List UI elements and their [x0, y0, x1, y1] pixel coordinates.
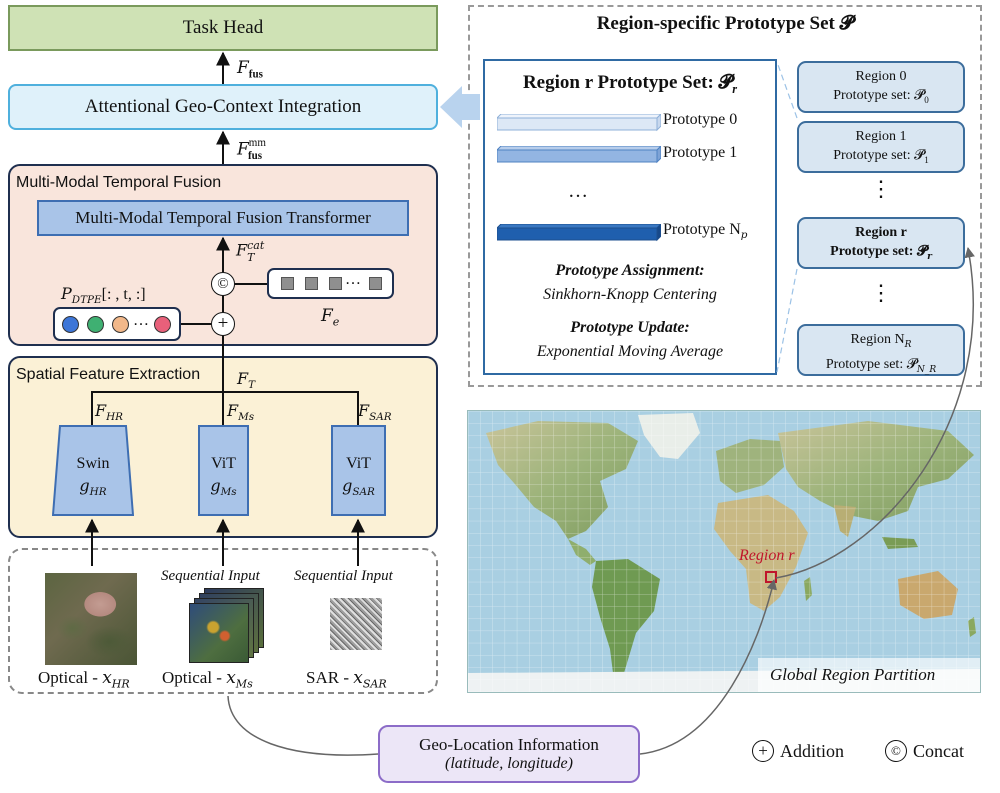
optical-ms-stack [188, 588, 268, 668]
prototype-0-label: Prototype 0 [663, 111, 738, 128]
dtpe-token-box: … [53, 307, 181, 341]
addition-node: + [211, 312, 235, 336]
legend-addition: + Addition [752, 740, 844, 762]
fe-label: Fe [321, 306, 340, 329]
sar-caption: SAR - xSAR [306, 668, 387, 691]
region-ellipsis-2: ⋮ [870, 280, 892, 305]
prototype-panel-title: Region-specific Prototype Set 𝓟 [596, 13, 854, 34]
fe-cell [329, 277, 342, 290]
vit-ms-label: ViT [211, 455, 236, 472]
sfe-title: Spatial Feature Extraction [16, 366, 201, 383]
mmtf-transformer-label: Multi-Modal Temporal Fusion Transformer [75, 208, 371, 227]
legend-concat: © Concat [885, 740, 964, 762]
update-method: Exponential Moving Average [536, 343, 724, 360]
region-1-box: Region 1 Prototype set: 𝓟1 [797, 121, 965, 173]
prototype-1-label: Prototype 1 [663, 144, 738, 161]
fe-token-box: … [267, 268, 394, 299]
ft-label: FT [237, 369, 256, 392]
region-ellipsis-1: ⋮ [870, 176, 892, 201]
map-region-label: Region r [739, 547, 795, 564]
region-r-prototype-title: Region r Prototype Set: 𝓟r [522, 72, 738, 96]
mmtf-transformer: Multi-Modal Temporal Fusion Transformer [37, 200, 409, 236]
region-r-box: Region r Prototype set: 𝓟r [797, 217, 965, 269]
world-map: Region r Global Region Partition [467, 410, 981, 693]
region-0-box: Region 0 Prototype set: 𝓟0 [797, 61, 965, 113]
geo-location-box: Geo-Location Information (latitude, long… [378, 725, 640, 783]
dtpe-dot [62, 316, 79, 333]
f-ms-label: FMs [227, 401, 255, 424]
dtpe-dot [87, 316, 104, 333]
concat-icon: © [885, 740, 907, 762]
task-head-label: Task Head [182, 17, 264, 38]
concat-node: © [211, 272, 235, 296]
curve-geo-to-optical [227, 695, 379, 756]
geo-location-title: Geo-Location Information [419, 735, 599, 754]
region-r-marker [765, 571, 777, 583]
addition-icon: + [752, 740, 774, 762]
dtpe-dot [154, 316, 171, 333]
swin-shape [52, 425, 134, 516]
seq-input-label-ms: Sequential Input [161, 568, 260, 584]
prototype-1-bar [495, 144, 663, 164]
seq-input-label-sar: Sequential Input [294, 568, 393, 584]
world-map-svg [468, 411, 980, 692]
fe-dots: … [345, 271, 361, 288]
dtpe-dot [112, 316, 129, 333]
sar-image [330, 598, 382, 650]
fe-cell [281, 277, 294, 290]
prototype-0-bar [495, 112, 663, 132]
region-r-prototype-box [483, 59, 777, 375]
prototype-ellipsis: … [568, 180, 588, 202]
optical-hr-image [45, 573, 137, 665]
optical-hr-caption: Optical - xHR [38, 668, 130, 691]
swin-encoder: Swin gHR [52, 425, 134, 516]
prototype-n-bar [495, 222, 663, 242]
vit-sar-encoder: ViT gSAR [331, 425, 386, 516]
f-hr-label: FHR [95, 401, 123, 424]
f-fus-mm-label: Fmmfus [237, 137, 266, 163]
f-sar-label: FSAR [358, 401, 392, 424]
prototype-n-label: Prototype Np [663, 221, 748, 242]
map-caption-bg [758, 658, 980, 692]
task-head: Task Head [8, 5, 438, 51]
fe-cell [305, 277, 318, 290]
assignment-title: Prototype Assignment: [555, 262, 705, 279]
update-title: Prototype Update: [570, 319, 690, 336]
geo-context-integration: Attentional Geo-Context Integration [8, 84, 438, 130]
map-caption: Global Region Partition [770, 665, 936, 684]
region-n-box: Region NR Prototype set: 𝓟N_R [797, 324, 965, 376]
geo-context-label: Attentional Geo-Context Integration [84, 96, 362, 117]
swin-label: Swin [76, 455, 110, 472]
optical-ms-caption: Optical - xMs [162, 668, 253, 691]
fe-cell [369, 277, 382, 290]
p-dtpe-label: PDTPE[: , t, :] [61, 284, 146, 307]
vit-ms-encoder: ViT gMs [198, 425, 249, 516]
vit-sar-label: ViT [346, 455, 371, 472]
f-fus-label: Ffus [237, 58, 263, 81]
assignment-method: Sinkhorn-Knopp Centering [543, 286, 717, 303]
mmtf-title: Multi-Modal Temporal Fusion [16, 174, 222, 191]
dtpe-dots: … [133, 312, 149, 329]
geo-location-subtitle: (latitude, longitude) [445, 755, 573, 772]
